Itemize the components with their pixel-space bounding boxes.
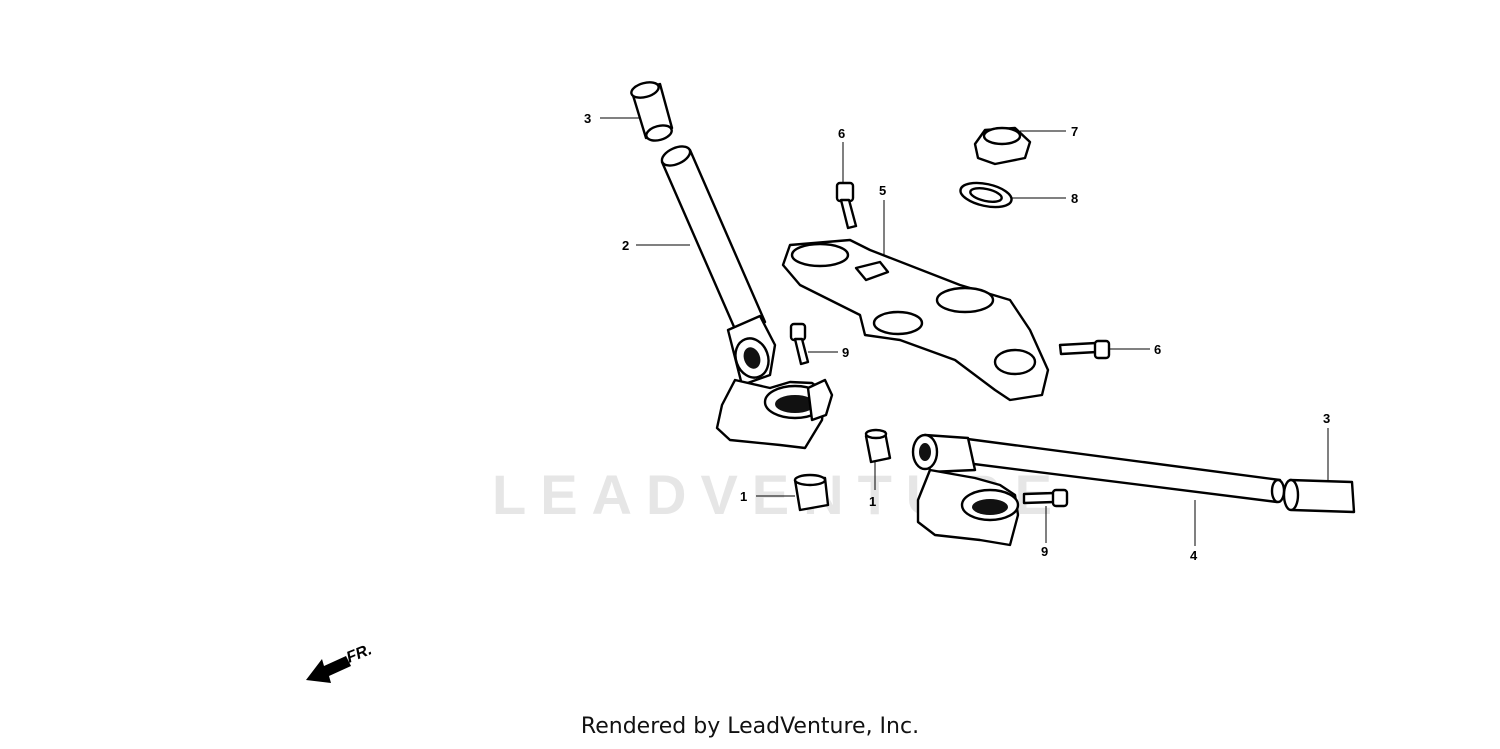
front-direction-label: FR. <box>344 641 374 666</box>
clamp-bolt-left[interactable] <box>789 322 810 366</box>
stem-washer[interactable] <box>958 179 1013 211</box>
right-bar-end-weight[interactable] <box>1282 478 1356 514</box>
callout-6-right: 6 <box>1154 342 1161 357</box>
callout-1-left: 1 <box>740 489 747 504</box>
clamp-bolt-right[interactable] <box>1022 488 1069 508</box>
left-bar-end-weight[interactable] <box>630 80 674 144</box>
callout-6-upper: 6 <box>838 126 845 141</box>
cap-plug-left[interactable] <box>793 473 830 512</box>
front-direction-indicator: FR. <box>306 641 374 683</box>
leader-lines <box>600 117 1329 546</box>
bolt-upper[interactable] <box>835 181 858 230</box>
steering-stem-nut[interactable] <box>973 126 1032 166</box>
callout-9-left: 9 <box>842 345 849 360</box>
left-handlebar[interactable] <box>659 143 834 450</box>
credit-line: Rendered by LeadVenture, Inc. <box>580 714 920 739</box>
front-arrow-icon <box>306 656 351 683</box>
callout-2: 2 <box>622 238 629 253</box>
callout-labels: 3 2 6 5 7 8 6 9 9 1 1 4 3 <box>584 111 1330 563</box>
cap-plug-center[interactable] <box>864 428 892 464</box>
callout-3-left: 3 <box>584 111 591 126</box>
right-handlebar[interactable] <box>911 433 1286 547</box>
callout-5: 5 <box>879 183 886 198</box>
callout-4: 4 <box>1190 548 1198 563</box>
bolt-right[interactable] <box>1058 339 1111 360</box>
top-bridge[interactable] <box>781 238 1050 402</box>
callout-7: 7 <box>1071 124 1078 139</box>
callout-3-right: 3 <box>1323 411 1330 426</box>
callout-1-center: 1 <box>869 494 876 509</box>
callout-8: 8 <box>1071 191 1078 206</box>
callout-9-right: 9 <box>1041 544 1048 559</box>
